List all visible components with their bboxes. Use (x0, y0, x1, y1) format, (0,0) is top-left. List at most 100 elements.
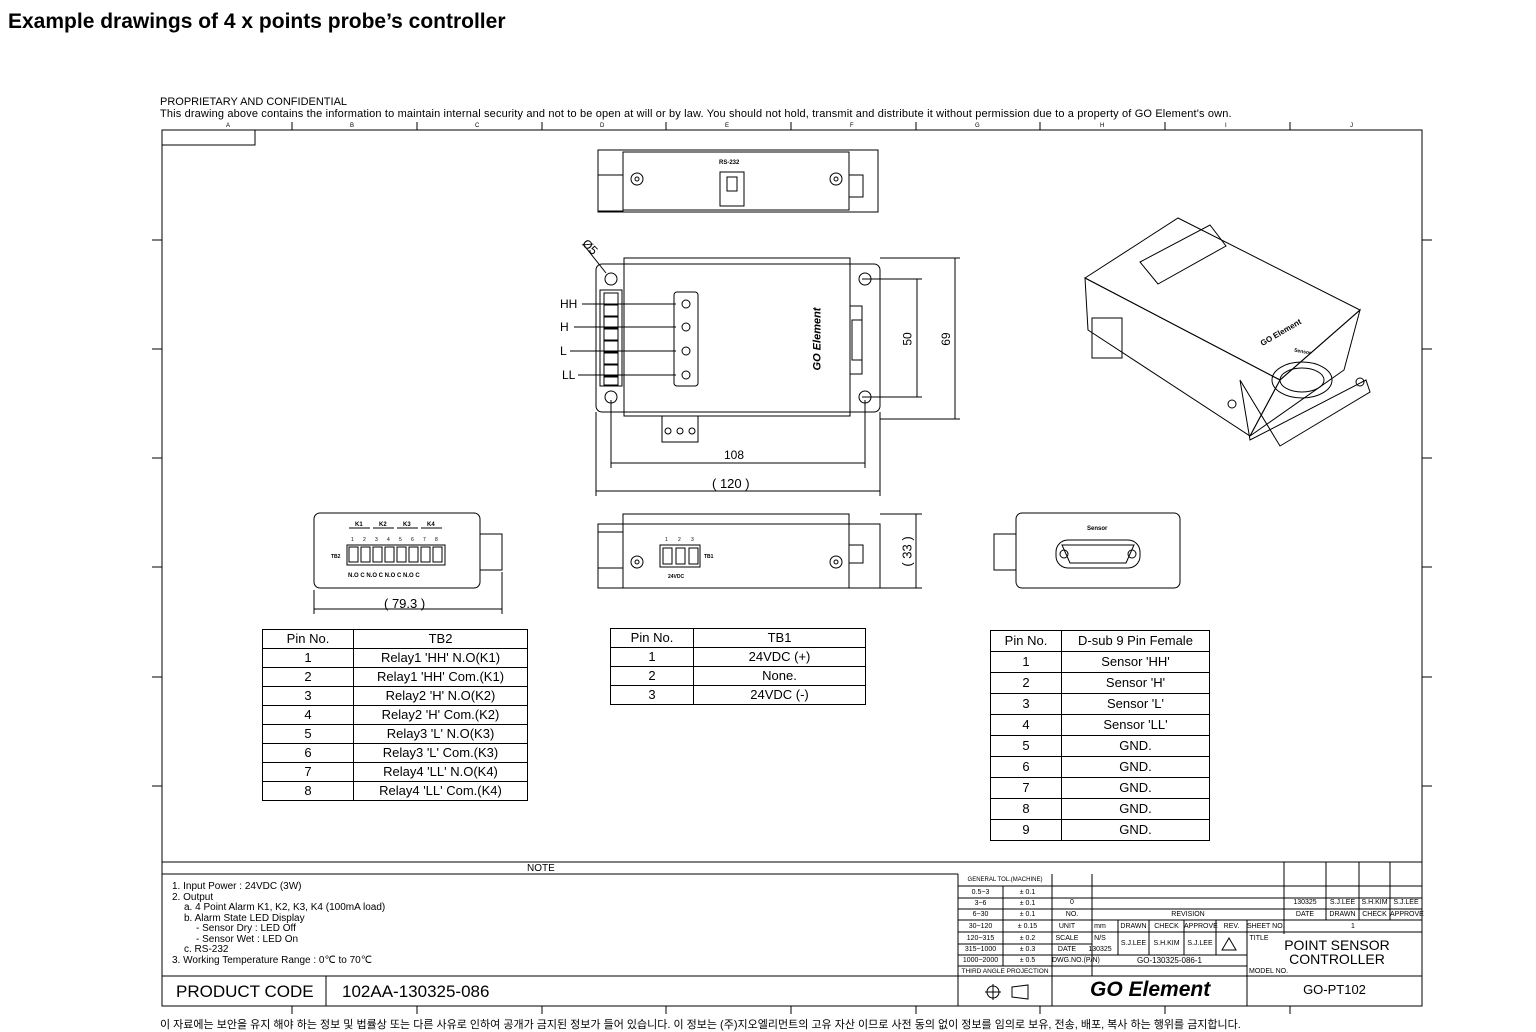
tol-value: ± 0.1 (1019, 911, 1036, 918)
table-cell: Relay1 'HH' N.O(K1) (353, 648, 528, 668)
no-label: NO. (1065, 911, 1079, 918)
date-label: DATE (1057, 946, 1077, 953)
tb2-view (313, 512, 503, 614)
table-cell: Relay3 'L' Com.(K3) (353, 743, 528, 763)
relay-k2-label: K2 (379, 522, 387, 528)
table-header-row: Pin No. D-sub 9 Pin Female (990, 630, 1210, 652)
tol-range: 1000~2000 (962, 957, 999, 964)
table-cell: 2 (610, 666, 694, 686)
approve-label: APPROVE (1184, 923, 1218, 930)
drawing-title: POINT SENSOR CONTROLLER (1252, 938, 1422, 966)
date-value: 130325 (1088, 946, 1112, 953)
tol-range: 6~30 (972, 911, 989, 918)
drawn-label: DRAWN (1120, 923, 1147, 930)
grid-letter: I (1225, 123, 1227, 129)
grid-letter: F (850, 123, 854, 129)
table-cell: 1 (262, 648, 354, 668)
table-cell: 24VDC (+) (693, 647, 866, 667)
table-header: D-sub 9 Pin Female (1061, 630, 1210, 652)
check-label: CHECK (1154, 923, 1179, 930)
table-cell: 9 (990, 819, 1062, 841)
drawing-title-line: POINT SENSOR (1284, 937, 1390, 953)
dwg-no-label: DWG.NO.(P/N) (1052, 957, 1100, 964)
table-cell: Relay3 'L' N.O(K3) (353, 724, 528, 744)
grid-letter: G (975, 123, 980, 129)
note-line: b. Alarm State LED Display (184, 912, 305, 924)
table-cell: Sensor 'H' (1061, 672, 1210, 694)
table-cell: Relay2 'H' N.O(K2) (353, 686, 528, 706)
tb1-pin-number: 2 (678, 537, 681, 543)
level-label-hh: HH (560, 297, 578, 311)
table-cell: 7 (990, 777, 1062, 799)
tb2-pin-number: 5 (399, 537, 402, 543)
rs232-label: RS-232 (719, 160, 740, 166)
table-cell: 7 (262, 762, 354, 782)
approved-by: S.J.LEE (1187, 940, 1213, 947)
note-line: 2. Output (172, 891, 214, 903)
table-cell: 3 (262, 686, 354, 706)
tol-range: 315~1000 (964, 946, 997, 953)
dim-50: 50 (900, 332, 915, 346)
sheet-no-value: 1 (1351, 923, 1355, 930)
tol-range: 30~120 (968, 923, 993, 930)
drawing-title-line: CONTROLLER (1289, 951, 1385, 967)
tol-value: ± 0.3 (1019, 946, 1036, 953)
table-header: Pin No. (990, 630, 1062, 652)
table-cell: Relay4 'LL' N.O(K4) (353, 762, 528, 782)
tb1-power-label: 24VDC (668, 574, 685, 580)
table-cell: 2 (990, 672, 1062, 694)
table-cell: Relay1 'HH' Com.(K1) (353, 667, 528, 687)
scale-label: SCALE (1055, 935, 1079, 942)
table-cell: GND. (1061, 798, 1210, 820)
tol-value: ± 0.15 (1017, 923, 1038, 930)
tb2-pin-number: 8 (435, 537, 438, 543)
note-heading: NOTE (527, 863, 555, 874)
table-cell: GND. (1061, 735, 1210, 757)
note-line: 1. Input Power : 24VDC (3W) (172, 881, 302, 892)
tb2-pin-number: 4 (387, 537, 390, 543)
tb2-pin-number: 1 (351, 537, 354, 543)
header-date-value: 130325 (1293, 899, 1317, 906)
table-header: Pin No. (262, 629, 354, 649)
tb1-view (597, 513, 922, 589)
tb2-pin-number: 7 (423, 537, 426, 543)
projection-label: THIRD ANGLE PROJECTION (961, 968, 1049, 975)
tb1-label: TB1 (704, 554, 714, 560)
product-code-label: PRODUCT CODE (176, 982, 314, 1001)
grid-letter: J (1350, 123, 1353, 129)
title-block-brand-logo: GO Element (1090, 978, 1211, 1001)
main-view (570, 243, 960, 496)
table-header-row: Pin No. TB1 (610, 628, 866, 648)
table-cell: 6 (262, 743, 354, 763)
grid-letter: D (600, 123, 605, 129)
title-block-lines (162, 861, 1422, 1006)
table-cell: 3 (610, 685, 694, 705)
table-cell: 3 (990, 693, 1062, 715)
unit-value: mm (1094, 923, 1106, 930)
table-header-row: Pin No. TB2 (262, 629, 528, 649)
sensor-view (993, 512, 1181, 589)
level-label-ll: LL (562, 368, 576, 382)
frame-side-ticks (152, 122, 1432, 1014)
model-no-label: MODEL NO. (1249, 968, 1289, 975)
sheet-no-label: SHEET NO. (1247, 923, 1285, 930)
product-code-value: 102AA-130325-086 (342, 982, 490, 1001)
table-header: TB2 (353, 629, 528, 649)
header-checked-by: S.H.KIM (1361, 899, 1388, 906)
tol-value: ± 0.1 (1019, 900, 1036, 907)
table-cell: 4 (990, 714, 1062, 736)
scale-value: N/S (1094, 935, 1106, 942)
sensor-label: Sensor (1087, 526, 1108, 532)
tol-value: ± 0.5 (1019, 957, 1036, 964)
drawing-frame (161, 129, 1423, 1007)
note-list: 1. Input Power : 24VDC (3W) 2. Output a.… (172, 881, 385, 966)
